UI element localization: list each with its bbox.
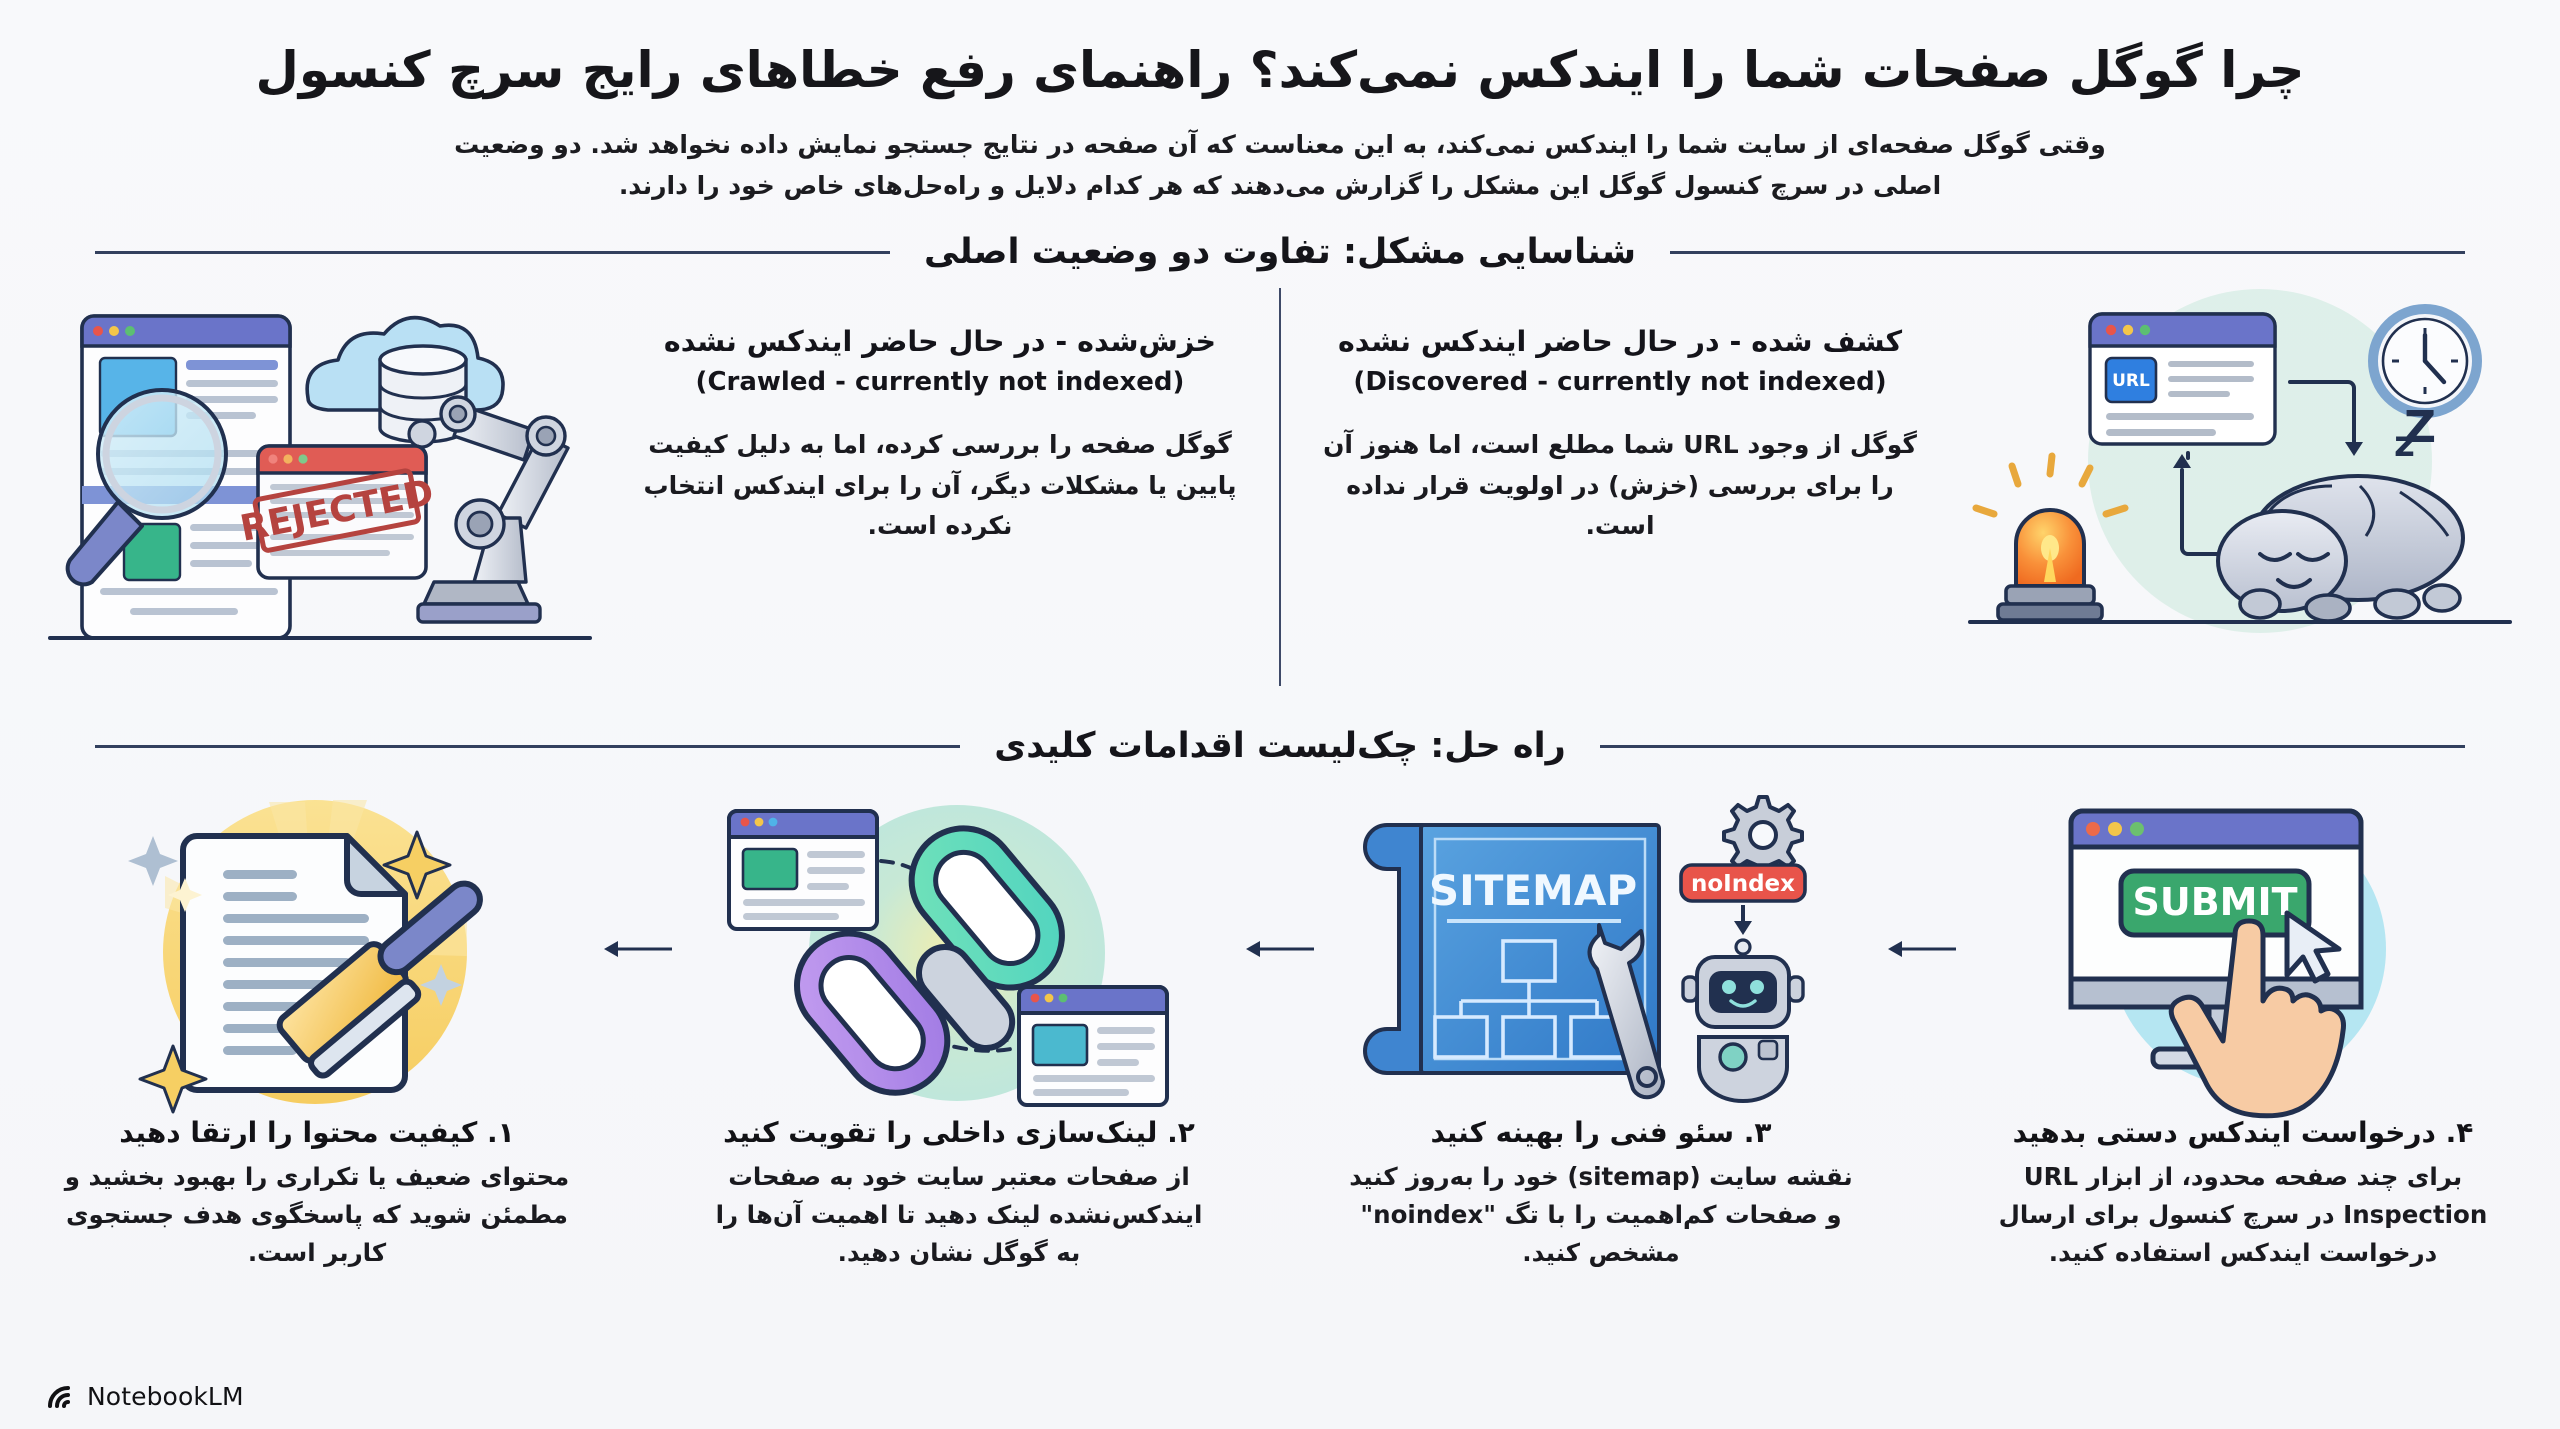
noindex-badge: noIndex xyxy=(1679,863,1807,903)
robot-icon xyxy=(1681,938,1805,1103)
page-subtitle: وقتی گوگل صفحه‌ای از سایت شما را ایندکس … xyxy=(454,130,2106,200)
blueprint-sheet: SITEMAP xyxy=(1363,823,1661,1075)
internal-links-illustration xyxy=(681,784,1237,1114)
arrow-left-icon xyxy=(1246,941,1314,957)
comparison-vertical-divider xyxy=(1279,288,1281,686)
checklist-step-3: SITEMAP xyxy=(1323,784,1879,1272)
checklist-section: SUBMIT ۴. درخواست ایندکس دستی بدهید برای… xyxy=(0,780,2560,1272)
alarm-light-icon xyxy=(1972,452,2129,622)
section-heading-diagnose: شناسایی مشکل: تفاوت دو وضعیت اصلی xyxy=(0,232,2560,272)
discovered-title-en: (Discovered - currently not indexed) xyxy=(1353,367,1887,398)
submit-button-illustration: SUBMIT xyxy=(1965,784,2521,1119)
rejected-popup: REJECTED xyxy=(237,444,437,580)
step-1-title: ۱. کیفیت محتوا را ارتقا دهید xyxy=(119,1116,515,1149)
divider-line-left-2 xyxy=(1599,744,2465,748)
source-page-card xyxy=(727,809,879,931)
step-2-title: ۲. لینک‌سازی داخلی را تقویت کنید xyxy=(723,1116,1195,1149)
arrow-left-icon xyxy=(1888,941,1956,957)
discovered-text-block: کشف شده - در حال حاضر ایندکس نشده (Disco… xyxy=(1280,280,1960,547)
gear-icon xyxy=(1722,795,1804,877)
page-title: چرا گوگل صفحات شما را ایندکس نمی‌کند؟ را… xyxy=(255,41,2305,99)
divider-line-right-2 xyxy=(94,744,961,748)
links-illustration-svg xyxy=(727,805,1169,1107)
divider-line-left xyxy=(1670,250,2465,254)
discovered-title-fa: کشف شده - در حال حاضر ایندکس نشده xyxy=(1337,325,1903,358)
sleeping-crawler-illustration: URL xyxy=(1960,280,2520,646)
submit-illustration-svg: SUBMIT xyxy=(2068,808,2386,1119)
crawled-body: گوگل صفحه را بررسی کرده، اما به دلیل کیف… xyxy=(643,430,1237,541)
magnifier-icon xyxy=(65,388,228,587)
flow-arrows xyxy=(2173,380,2363,556)
step-1-body: محتوای ضعیف یا تکراری را بهبود بخشید و م… xyxy=(64,1162,570,1267)
sparkle-icons xyxy=(128,830,462,1114)
notebooklm-logo-icon xyxy=(48,1385,70,1408)
noindex-arrow xyxy=(1734,905,1752,935)
sleep-zs: z Z xyxy=(2394,402,2436,465)
document-polish-svg xyxy=(128,800,483,1114)
cursor-arrow xyxy=(2284,910,2342,984)
url-browser-card: URL xyxy=(2088,312,2277,446)
submit-button: SUBMIT xyxy=(2118,868,2312,938)
discovered-title: کشف شده - در حال حاضر ایندکس نشده (Disco… xyxy=(1280,322,1960,401)
step-2-body: از صفحات معتبر سایت خود به صفحات ایندکس‌… xyxy=(715,1162,1203,1267)
step-4-body: برای چند صفحه محدود، از ابزار URL Inspec… xyxy=(1998,1162,2488,1267)
checklist-step-1: ۱. کیفیت محتوا را ارتقا دهید محتوای ضعیف… xyxy=(39,784,595,1272)
svg-text:z: z xyxy=(2394,424,2415,465)
crawled-text-block: خزش‌شده - در حال حاضر ایندکس نشده (Crawl… xyxy=(600,280,1280,547)
step-3-title: ۳. سئو فنی را بهینه کنید xyxy=(1430,1116,1772,1149)
document-polish-illustration xyxy=(39,784,595,1114)
checklist-step-4: SUBMIT ۴. درخواست ایندکس دستی بدهید برای… xyxy=(1965,784,2521,1272)
crawled-title: خزش‌شده - در حال حاضر ایندکس نشده (Crawl… xyxy=(600,322,1280,401)
pointing-hand xyxy=(2168,918,2346,1119)
crawled-title-en: (Crawled - currently not indexed) xyxy=(695,367,1185,398)
chain-link-icon xyxy=(794,825,1065,1096)
discovered-body: گوگل از وجود URL شما مطلع است، اما هنوز … xyxy=(1323,430,1917,541)
submit-label: SUBMIT xyxy=(2132,880,2297,924)
crawled-title-fa: خزش‌شده - در حال حاضر ایندکس نشده xyxy=(663,325,1217,358)
header: چرا گوگل صفحات شما را ایندکس نمی‌کند؟ را… xyxy=(0,0,2560,206)
footer: NotebookLM xyxy=(0,1382,2560,1411)
sleeping-turtle xyxy=(2216,474,2465,623)
section-title-diagnose: شناسایی مشکل: تفاوت دو وضعیت اصلی xyxy=(923,232,1637,272)
comparison-section: کشف شده - در حال حاضر ایندکس نشده (Disco… xyxy=(0,280,2560,700)
url-label: URL xyxy=(2112,371,2150,391)
wrench-icon xyxy=(1587,923,1666,1100)
robot-arm xyxy=(401,395,570,624)
section-title-solution: راه حل: چک‌لیست اقدامات کلیدی xyxy=(994,726,1566,766)
sleeping-crawler-svg: URL xyxy=(1968,289,2512,633)
rejected-page-svg: REJECTED xyxy=(48,314,592,640)
divider-line-right xyxy=(94,250,890,254)
target-page-card xyxy=(1017,985,1169,1107)
sitemap-illustration-svg: SITEMAP xyxy=(1363,795,1807,1103)
noindex-label: noIndex xyxy=(1691,871,1795,897)
brand-name: NotebookLM xyxy=(87,1382,244,1411)
step-4-title: ۴. درخواست ایندکس دستی بدهید xyxy=(2012,1116,2474,1149)
comparison-card-crawled: خزش‌شده - در حال حاضر ایندکس نشده (Crawl… xyxy=(40,280,1280,700)
step-arrow-2-to-3 xyxy=(1237,784,1323,1114)
step-3-body: نقشه سایت (sitemap) خود را به‌روز کنید و… xyxy=(1349,1162,1853,1267)
clock-icon xyxy=(2368,304,2482,418)
section-heading-solution: راه حل: چک‌لیست اقدامات کلیدی xyxy=(0,726,2560,766)
sitemap-illustration: SITEMAP xyxy=(1323,784,1879,1114)
rejected-page-illustration: REJECTED xyxy=(40,280,600,646)
notebooklm-brand: NotebookLM xyxy=(46,1382,244,1411)
sitemap-label: SITEMAP xyxy=(1429,866,1637,915)
step-arrow-1-to-2 xyxy=(595,784,681,1114)
polish-tool-icon xyxy=(276,880,483,1079)
arrow-left-icon xyxy=(604,941,672,957)
comparison-card-discovered: کشف شده - در حال حاضر ایندکس نشده (Disco… xyxy=(1280,280,2520,700)
svg-text:Z: Z xyxy=(2404,402,2436,453)
step-arrow-3-to-4 xyxy=(1879,784,1965,1114)
document-lines xyxy=(223,870,369,1055)
checklist-step-2: ۲. لینک‌سازی داخلی را تقویت کنید از صفحا… xyxy=(681,784,1237,1272)
